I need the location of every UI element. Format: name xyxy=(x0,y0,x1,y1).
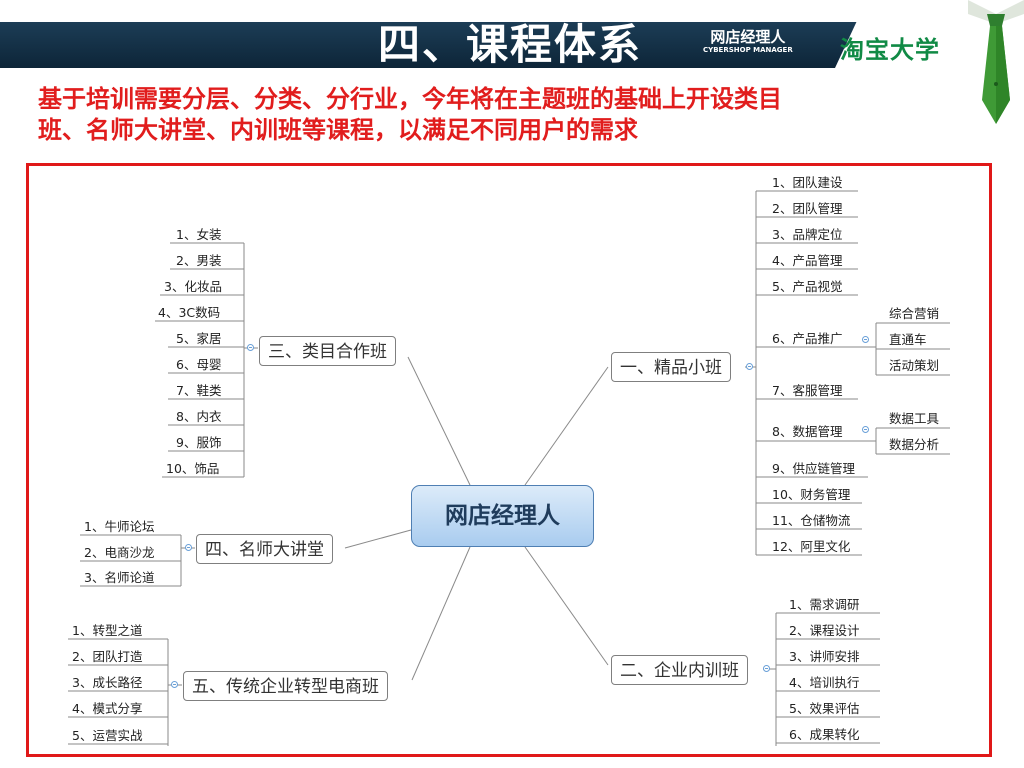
topic-item[interactable]: 2、课程设计 xyxy=(789,623,860,638)
collapse-toggle-icon[interactable] xyxy=(746,363,753,370)
topic-item[interactable]: 2、男装 xyxy=(176,253,222,268)
center-node[interactable]: 网店经理人 xyxy=(411,485,594,547)
topic-item[interactable]: 4、模式分享 xyxy=(72,701,143,716)
topic-item[interactable]: 1、团队建设 xyxy=(772,175,843,190)
topic-item[interactable]: 6、母婴 xyxy=(176,357,222,372)
topic-item[interactable]: 3、讲师安排 xyxy=(789,649,860,664)
branch-category-class[interactable]: 三、类目合作班 xyxy=(259,336,396,366)
topic-item[interactable]: 10、财务管理 xyxy=(772,487,851,502)
topic-subitem[interactable]: 活动策划 xyxy=(889,358,940,373)
title-bar xyxy=(0,22,960,68)
topic-item[interactable]: 11、仓储物流 xyxy=(772,513,851,528)
necktie-icon xyxy=(968,0,1024,124)
collapse-toggle-icon[interactable] xyxy=(171,681,178,688)
topic-item[interactable]: 2、团队管理 xyxy=(772,201,843,216)
topic-item[interactable]: 12、阿里文化 xyxy=(772,539,851,554)
branch-boutique-class[interactable]: 一、精品小班 xyxy=(611,352,731,382)
branch-master-lectures[interactable]: 四、名师大讲堂 xyxy=(196,534,333,564)
topic-item[interactable]: 1、转型之道 xyxy=(72,623,143,638)
topic-item[interactable]: 6、产品推广 xyxy=(772,331,843,346)
slide-title: 四、课程体系 xyxy=(378,20,643,69)
brand-cn: 网店经理人 xyxy=(710,28,786,46)
subtitle-line-2: 班、名师大讲堂、内训班等课程，以满足不同用户的需求 xyxy=(38,116,638,144)
collapse-toggle-icon[interactable] xyxy=(862,426,869,433)
brand-en: CYBERSHOP MANAGER xyxy=(703,46,793,54)
topic-item[interactable]: 4、3C数码 xyxy=(158,305,221,320)
topic-item[interactable]: 3、化妆品 xyxy=(164,279,222,294)
topic-item[interactable]: 1、需求调研 xyxy=(789,597,860,612)
collapse-toggle-icon[interactable] xyxy=(763,665,770,672)
collapse-toggle-icon[interactable] xyxy=(862,336,869,343)
topic-item[interactable]: 8、内衣 xyxy=(176,409,222,424)
topic-item[interactable]: 3、品牌定位 xyxy=(772,227,843,242)
topic-subitem[interactable]: 数据工具 xyxy=(889,411,940,426)
topic-subitem[interactable]: 综合营销 xyxy=(889,306,940,321)
collapse-toggle-icon[interactable] xyxy=(247,344,254,351)
collapse-toggle-icon[interactable] xyxy=(185,544,192,551)
topic-item[interactable]: 4、培训执行 xyxy=(789,675,860,690)
branch-enterprise-training[interactable]: 二、企业内训班 xyxy=(611,655,748,685)
subtitle-line-1: 基于培训需要分层、分类、分行业，今年将在主题班的基础上开设类目 xyxy=(38,85,782,113)
subtitle: 基于培训需要分层、分类、分行业，今年将在主题班的基础上开设类目 班、名师大讲堂、… xyxy=(38,84,938,146)
topic-item[interactable]: 5、家居 xyxy=(176,331,222,346)
topic-item[interactable]: 1、牛师论坛 xyxy=(84,519,155,534)
topic-item[interactable]: 4、产品管理 xyxy=(772,253,843,268)
topic-item[interactable]: 7、鞋类 xyxy=(176,383,222,398)
brand-logo-taobao-university: 淘宝大学 xyxy=(840,36,940,64)
brand-logo-wangdian: 网店经理人 CYBERSHOP MANAGER xyxy=(703,30,793,54)
topic-item[interactable]: 5、运营实战 xyxy=(72,728,143,743)
topic-item[interactable]: 5、效果评估 xyxy=(789,701,860,716)
topic-item[interactable]: 6、成果转化 xyxy=(789,727,860,742)
topic-item[interactable]: 5、产品视觉 xyxy=(772,279,843,294)
topic-item[interactable]: 10、饰品 xyxy=(166,461,220,476)
topic-item[interactable]: 3、成长路径 xyxy=(72,675,143,690)
topic-item[interactable]: 2、电商沙龙 xyxy=(84,545,155,560)
topic-item[interactable]: 9、供应链管理 xyxy=(772,461,855,476)
topic-subitem[interactable]: 数据分析 xyxy=(889,437,940,452)
topic-subitem[interactable]: 直通车 xyxy=(889,332,927,347)
topic-item[interactable]: 8、数据管理 xyxy=(772,424,843,439)
mindmap-frame xyxy=(26,163,992,757)
topic-item[interactable]: 3、名师论道 xyxy=(84,570,155,585)
branch-traditional-transform[interactable]: 五、传统企业转型电商班 xyxy=(183,671,388,701)
topic-item[interactable]: 2、团队打造 xyxy=(72,649,143,664)
topic-item[interactable]: 1、女装 xyxy=(176,227,222,242)
topic-item[interactable]: 9、服饰 xyxy=(176,435,222,450)
topic-item[interactable]: 7、客服管理 xyxy=(772,383,843,398)
